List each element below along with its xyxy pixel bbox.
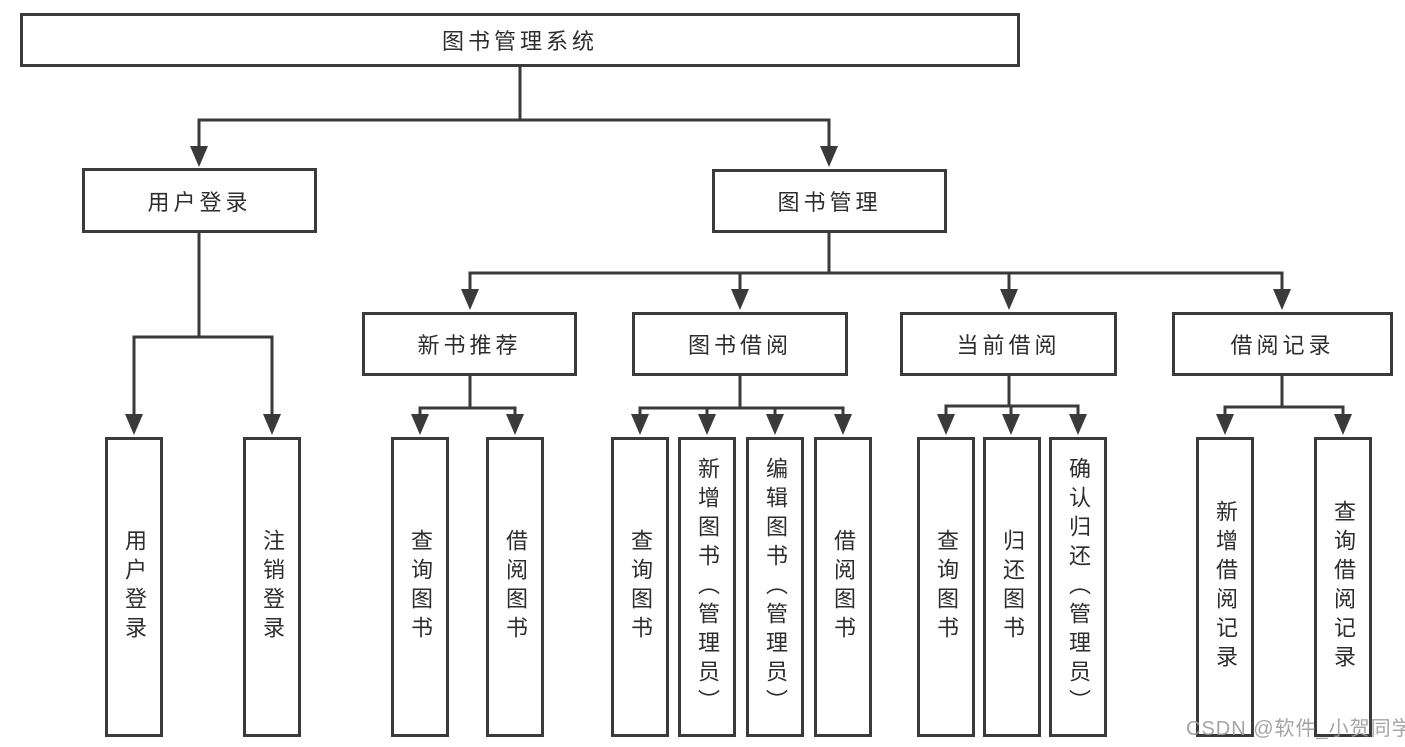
leaf-query-borrow-record: 查询借阅记录 [1314, 437, 1372, 737]
leaf-query-books-current-label: 查询图书 [934, 529, 959, 645]
arrow-head [731, 289, 749, 310]
node-borrow-records-label: 借阅记录 [1230, 333, 1335, 358]
leaf-user-login: 用户登录 [105, 437, 163, 737]
arrow-head [461, 289, 479, 310]
connector-new-book [418, 376, 517, 417]
connector-root [197, 67, 831, 150]
leaf-query-borrow-record-label: 查询借阅记录 [1331, 500, 1356, 674]
leaf-query-books-current: 查询图书 [917, 437, 975, 737]
leaf-return-books: 归还图书 [983, 437, 1041, 737]
node-book-borrow: 图书借阅 [632, 312, 848, 376]
leaf-query-books-borrow: 查询图书 [611, 437, 669, 737]
arrow-head [1216, 414, 1234, 435]
connector-book-management [468, 233, 1284, 293]
node-book-management: 图书管理 [712, 169, 947, 233]
node-borrow-records: 借阅记录 [1172, 312, 1393, 376]
leaf-logout-label: 注销登录 [260, 529, 285, 645]
leaf-borrow-books-recommend-label: 借阅图书 [503, 529, 528, 645]
arrow-head [1334, 414, 1352, 435]
arrow-head [411, 414, 429, 435]
connector-borrow-records [1223, 376, 1345, 417]
arrow-head [263, 414, 281, 435]
connector-book-borrow [638, 376, 845, 417]
node-root-system-label: 图书管理系统 [441, 29, 598, 54]
arrow-head [1002, 414, 1020, 435]
arrow-head [125, 414, 143, 435]
leaf-user-login-label: 用户登录 [122, 529, 147, 645]
node-new-book-recommend-label: 新书推荐 [417, 333, 522, 358]
node-new-book-recommend: 新书推荐 [362, 312, 577, 376]
leaf-query-books-recommend-label: 查询图书 [408, 529, 433, 645]
leaf-confirm-return-admin: 确认归还（管理员） [1049, 437, 1107, 737]
leaf-edit-books-admin: 编辑图书（管理员） [746, 437, 804, 737]
connector-current-borrow [944, 376, 1080, 417]
leaf-borrow-books: 借阅图书 [814, 437, 872, 737]
node-current-borrow-label: 当前借阅 [956, 333, 1061, 358]
node-book-management-label: 图书管理 [777, 190, 882, 215]
csdn-watermark: CSDN @软件_小贺同学 [1186, 718, 1405, 740]
leaf-borrow-books-recommend: 借阅图书 [486, 437, 544, 737]
leaf-logout: 注销登录 [243, 437, 301, 737]
node-user-login-label: 用户登录 [147, 189, 252, 215]
node-user-login: 用户登录 [82, 168, 317, 233]
leaf-edit-books-admin-label: 编辑图书（管理员） [763, 456, 788, 718]
arrow-head [190, 146, 208, 167]
arrow-head [1069, 414, 1087, 435]
arrow-head [937, 414, 955, 435]
node-book-borrow-label: 图书借阅 [687, 333, 792, 358]
leaf-add-borrow-record-label: 新增借阅记录 [1213, 500, 1238, 674]
arrow-head [820, 146, 838, 167]
leaf-query-books-recommend: 查询图书 [391, 437, 449, 737]
arrow-head [698, 414, 716, 435]
leaf-confirm-return-admin-label: 确认归还（管理员） [1066, 456, 1091, 718]
arrow-head [1273, 289, 1291, 310]
arrow-head [834, 414, 852, 435]
leaf-return-books-label: 归还图书 [1000, 529, 1025, 645]
arrow-head [1000, 289, 1018, 310]
connector-user-login [132, 233, 274, 417]
node-current-borrow: 当前借阅 [900, 312, 1117, 376]
leaf-borrow-books-label: 借阅图书 [831, 529, 856, 645]
leaf-query-books-borrow-label: 查询图书 [628, 529, 653, 645]
arrow-head [766, 414, 784, 435]
leaf-add-borrow-record: 新增借阅记录 [1196, 437, 1254, 737]
node-root-system: 图书管理系统 [20, 13, 1020, 67]
arrow-head [631, 414, 649, 435]
leaf-add-books-admin-label: 新增图书（管理员） [695, 456, 720, 718]
arrow-head [506, 414, 524, 435]
leaf-add-books-admin: 新增图书（管理员） [678, 437, 736, 737]
